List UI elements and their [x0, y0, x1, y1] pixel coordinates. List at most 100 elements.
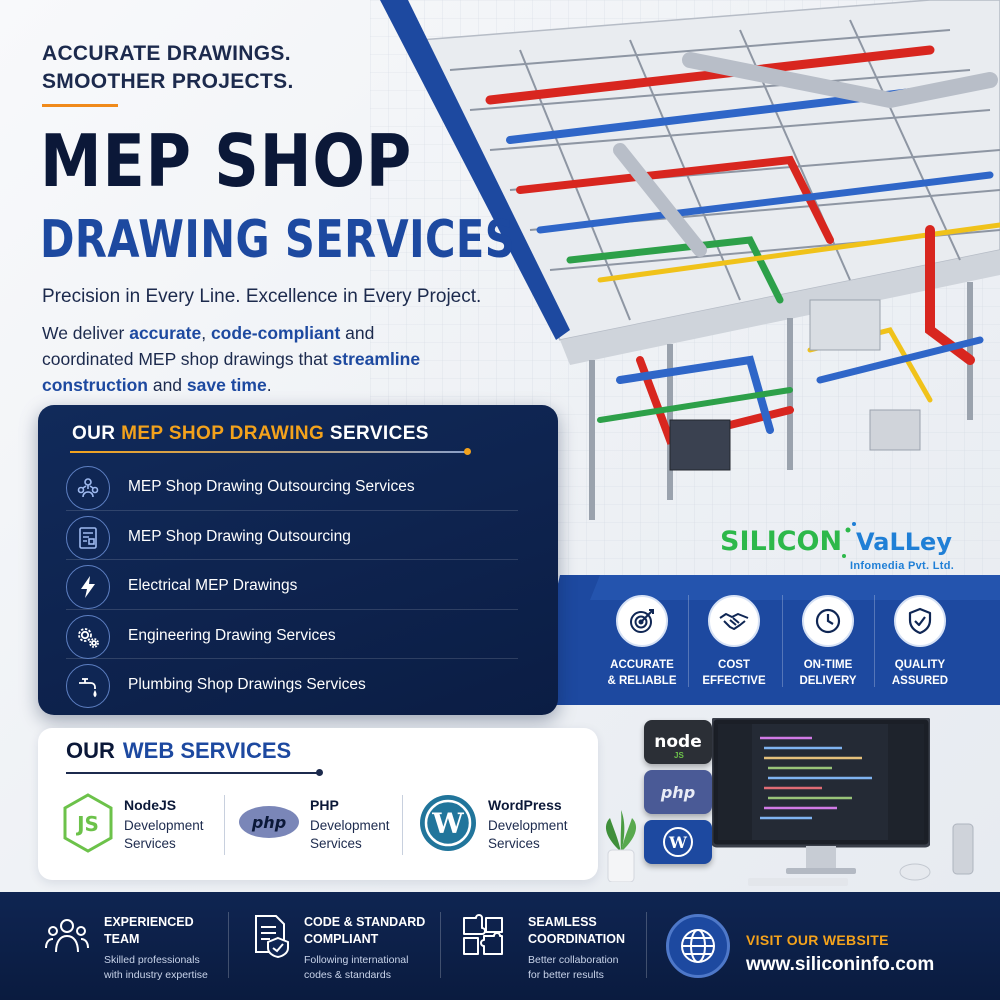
cup-decoration	[952, 823, 974, 875]
web-service-wordpress[interactable]: W WordPress Development Services	[418, 793, 588, 855]
logo-part-1: SILICON	[720, 526, 842, 557]
footer-experienced-team: EXPERIENCED TEAM Skilled professionals w…	[104, 914, 208, 983]
nodejs-badge: node JS	[644, 720, 712, 764]
faucet-icon	[66, 664, 110, 708]
feature-on-time-delivery: ON-TIME DELIVERY	[782, 595, 874, 689]
tagline-line-1: ACCURATE DRAWINGS.	[42, 42, 291, 65]
target-icon	[616, 595, 668, 647]
desc-highlight: accurate	[129, 323, 202, 343]
web-heading-rule	[66, 772, 318, 774]
services-heading-text: SERVICES	[324, 423, 429, 444]
web-divider	[402, 795, 403, 855]
web-services-card	[38, 728, 598, 880]
web-service-name: WordPress	[488, 797, 562, 813]
compliance-document-icon	[255, 915, 289, 958]
handshake-icon	[708, 595, 760, 647]
web-service-desc: Development Services	[310, 818, 390, 851]
feature-label: ACCURATE & RELIABLE	[607, 659, 677, 687]
desc-text: We deliver	[42, 323, 130, 343]
tagline: ACCURATE DRAWINGS. SMOOTHER PROJECTS.	[42, 40, 402, 96]
clock-icon	[802, 595, 854, 647]
services-heading-dot	[464, 448, 471, 455]
feature-divider	[688, 595, 689, 687]
footer-divider	[646, 912, 647, 978]
footer-item-desc: Better collaboration for better results	[528, 954, 619, 981]
service-label: Engineering Drawing Services	[128, 626, 336, 644]
feature-label: QUALITY ASSURED	[891, 659, 949, 687]
web-service-desc: Development Services	[124, 818, 204, 851]
feature-cost-effective: COST EFFECTIVE	[688, 595, 780, 689]
logo-subtitle: Infomedia Pvt. Ltd.	[850, 560, 955, 572]
footer-item-title: CODE & STANDARD COMPLIANT	[304, 915, 426, 946]
team-icon	[45, 919, 89, 953]
tagline-underline	[42, 104, 118, 107]
desc-highlight: streamline construction	[42, 349, 421, 395]
service-item[interactable]: Engineering Drawing Services	[66, 610, 518, 659]
feature-divider	[874, 595, 875, 687]
footer-item-title: SEAMLESS COORDINATION	[528, 915, 625, 946]
web-service-desc: Development Services	[488, 818, 568, 851]
desc-text: and	[147, 375, 187, 395]
feature-accurate-reliable: ACCURATE & RELIABLE	[596, 595, 688, 689]
web-service-nodejs[interactable]: JS NodeJS Development Services	[62, 793, 222, 855]
shield-check-icon	[894, 595, 946, 647]
feature-label: COST EFFECTIVE	[702, 659, 766, 687]
web-heading-accent: WEB SERVICES	[122, 738, 292, 763]
footer-seamless-coordination: SEAMLESS COORDINATION Better collaborati…	[528, 914, 625, 983]
main-title-secondary: DRAWING SERVICES	[40, 210, 516, 270]
footer	[0, 892, 1000, 1000]
web-service-name: PHP	[310, 797, 339, 813]
monitor-code-editor	[712, 718, 930, 886]
desc-text: .	[266, 375, 272, 395]
mep-3d-illustration	[370, 0, 1000, 600]
web-heading-text: OUR	[66, 738, 115, 763]
svg-text:W: W	[668, 833, 688, 852]
feature-divider	[782, 595, 783, 687]
globe-icon[interactable]	[666, 914, 730, 978]
desc-highlight: save time	[186, 375, 267, 395]
service-label: Plumbing Shop Drawings Services	[128, 676, 366, 693]
footer-item-title: EXPERIENCED TEAM	[104, 915, 194, 946]
footer-divider	[228, 912, 229, 978]
svg-text:W: W	[431, 807, 464, 840]
web-divider	[224, 795, 225, 855]
services-heading-accent: MEP SHOP DRAWING	[121, 423, 325, 444]
nodejs-badge-js: JS	[674, 751, 684, 760]
team-network-icon	[66, 466, 110, 510]
mep-services-panel: OUR MEP SHOP DRAWING SERVICES MEP Shop D…	[38, 405, 558, 715]
service-item[interactable]: Electrical MEP Drawings	[66, 560, 518, 610]
nodejs-badge-text: node	[654, 732, 702, 752]
silicon-valley-logo: SILICON VaLLey	[720, 522, 952, 558]
wordpress-badge: W	[644, 820, 712, 864]
website-url-link[interactable]: www.siliconinfo.com	[746, 954, 935, 975]
svg-text:JS: JS	[75, 812, 99, 836]
visit-website-label: VISIT OUR WEBSITE	[746, 932, 889, 948]
service-item[interactable]: Plumbing Shop Drawings Services	[66, 659, 518, 709]
footer-divider	[440, 912, 441, 978]
services-heading-rule	[70, 451, 466, 453]
web-service-php[interactable]: php PHP Development Services	[238, 793, 398, 855]
feature-label: ON-TIME DELIVERY	[799, 659, 857, 687]
service-item[interactable]: MEP Shop Drawing Outsourcing	[66, 511, 518, 560]
blueprint-document-icon	[66, 515, 110, 560]
php-icon: php	[239, 806, 299, 838]
service-label: Electrical MEP Drawings	[128, 577, 298, 594]
nodejs-icon: JS	[63, 793, 113, 853]
lightning-bolt-icon	[66, 565, 110, 609]
services-heading: OUR MEP SHOP DRAWING SERVICES	[72, 423, 429, 445]
wordpress-icon: W	[420, 795, 476, 851]
service-label: MEP Shop Drawing Outsourcing Services	[128, 478, 415, 495]
footer-item-desc: Following international codes & standard…	[304, 954, 409, 981]
gears-icon	[66, 614, 110, 659]
main-title: MEP SHOP	[40, 119, 413, 203]
php-badge: php	[644, 770, 712, 814]
desc-text: ,	[201, 323, 211, 343]
web-heading-dot	[316, 769, 323, 776]
mouse-decoration	[899, 863, 931, 881]
services-list: MEP Shop Drawing Outsourcing Services ME…	[66, 461, 518, 709]
php-badge-text: php	[660, 782, 696, 802]
desc-text: and coordinated MEP shop drawings that	[42, 323, 375, 369]
footer-code-compliant: CODE & STANDARD COMPLIANT Following inte…	[304, 914, 425, 983]
service-item[interactable]: MEP Shop Drawing Outsourcing Services	[66, 461, 518, 511]
